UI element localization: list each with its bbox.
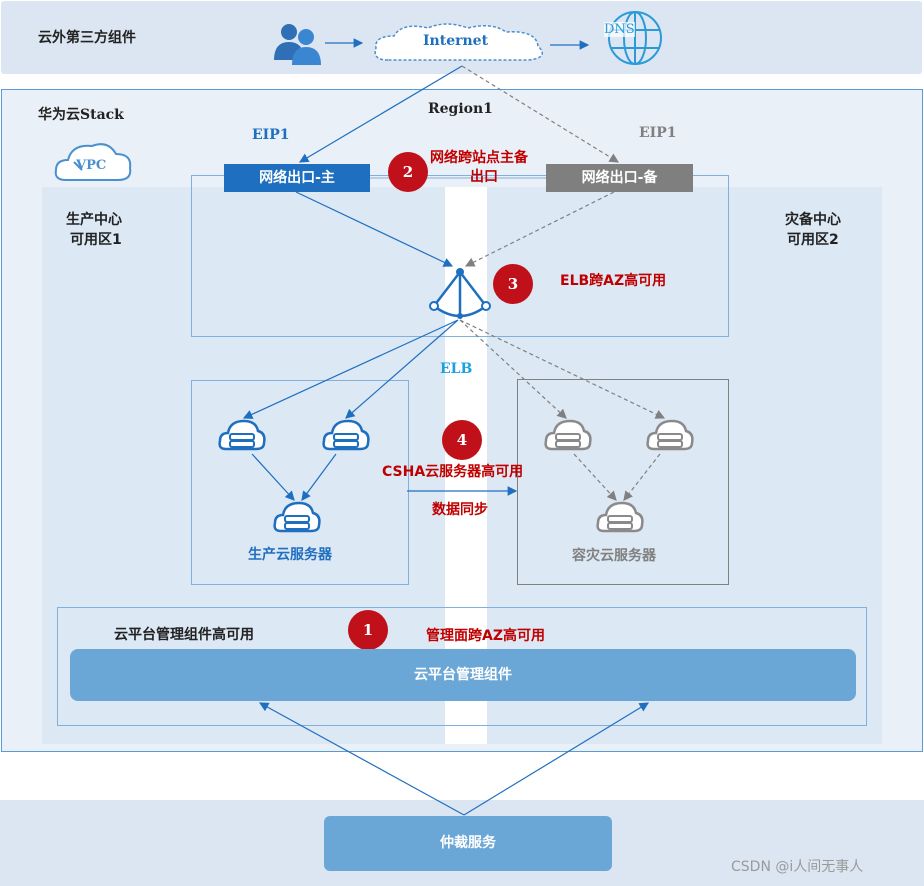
disaster-server-icon [596, 499, 644, 535]
elb-zone-box [191, 175, 729, 337]
disaster-servers-label: 容灾云服务器 [572, 548, 656, 564]
feature-2-line1: 网络跨站点主备 [430, 150, 528, 166]
production-servers-label: 生产云服务器 [248, 547, 332, 563]
primary-exit-box: 网络出口-主 [224, 164, 370, 192]
disaster-zone-az: 可用区2 [787, 232, 839, 248]
disaster-zone-name: 灾备中心 [785, 212, 841, 228]
disaster-server-box [517, 379, 729, 585]
vpc-label: VPC [76, 158, 107, 173]
users-icon [272, 20, 324, 66]
production-server-box [191, 380, 409, 585]
eip-backup-label: EIP1 [639, 125, 677, 141]
disaster-server-icon [544, 417, 592, 453]
internet-label: Internet [423, 33, 489, 49]
feature-3-text: ELB跨AZ高可用 [560, 273, 667, 289]
production-zone-az: 可用区1 [70, 232, 122, 248]
stack-label: 华为云Stack [38, 107, 124, 123]
arbitration-label: 仲裁服务 [440, 835, 496, 851]
dns-label: DNS [604, 22, 635, 37]
internet-cloud-icon [368, 20, 552, 68]
region-label: Region1 [428, 101, 493, 117]
production-server-icon [322, 417, 370, 453]
disaster-server-icon [646, 417, 694, 453]
third-party-label: 云外第三方组件 [38, 30, 136, 46]
production-server-icon [273, 499, 321, 535]
production-zone-name: 生产中心 [66, 212, 122, 228]
mgmt-title: 云平台管理组件高可用 [114, 627, 254, 643]
badge-4: 4 [442, 420, 482, 460]
feature-4-text: CSHA云服务器高可用 [382, 464, 524, 480]
data-sync-label: 数据同步 [432, 502, 488, 518]
dns-globe-icon [607, 6, 663, 74]
arbitration-service-box: 仲裁服务 [324, 816, 612, 871]
mgmt-component-bar: 云平台管理组件 [70, 649, 856, 701]
production-server-icon [218, 417, 266, 453]
mgmt-box [57, 607, 867, 726]
backup-exit-box: 网络出口-备 [546, 164, 693, 192]
eip-primary-label: EIP1 [252, 127, 290, 143]
feature-1-text: 管理面跨AZ高可用 [426, 628, 545, 644]
elb-icon [428, 264, 492, 326]
elb-label: ELB [440, 361, 473, 377]
vpc-cloud-icon [52, 140, 134, 184]
watermark: CSDN @i人间无事人 [731, 859, 864, 875]
mgmt-component-label: 云平台管理组件 [414, 667, 512, 683]
badge-1: 1 [348, 610, 388, 650]
badge-2: 2 [388, 152, 428, 192]
badge-3: 3 [493, 264, 533, 304]
feature-2-line2: 出口 [470, 169, 498, 185]
